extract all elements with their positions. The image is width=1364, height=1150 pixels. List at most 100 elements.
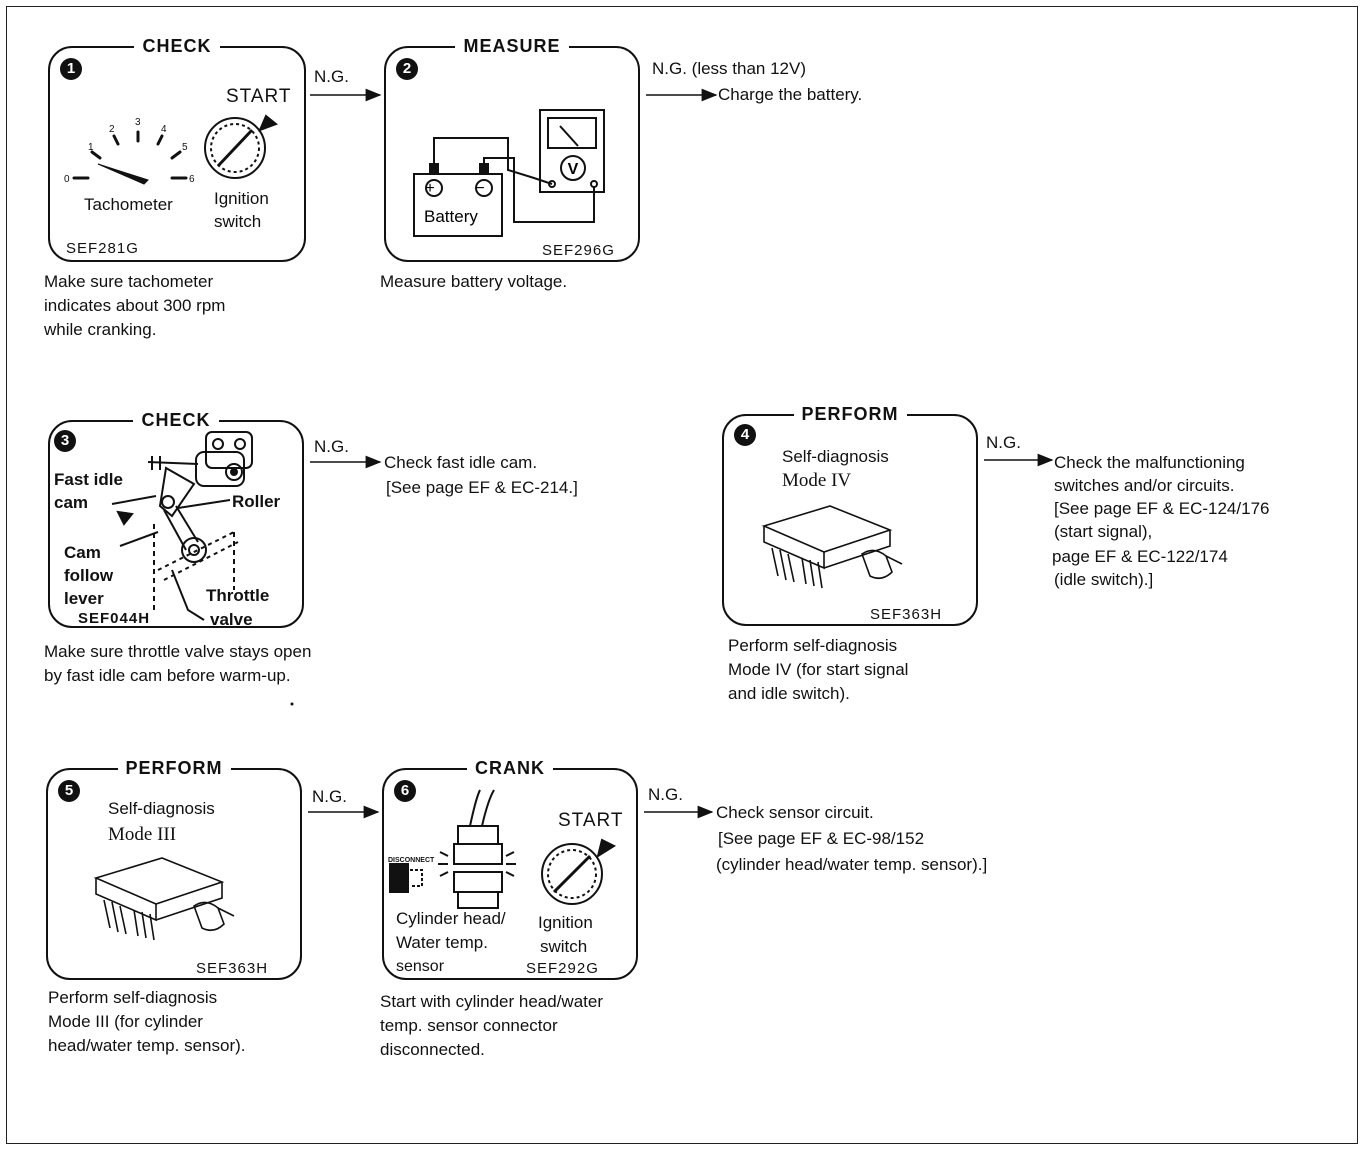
step3-box: CHECK 3 Fast idle cam Roller Cam follow … bbox=[48, 410, 304, 629]
step3-label-fast-idle-1: Fast idle bbox=[54, 470, 123, 489]
step2-number: 2 bbox=[396, 58, 418, 80]
arrow6-label: N.G. bbox=[648, 785, 683, 804]
step6-sensor-label-2: Water temp. bbox=[396, 933, 488, 952]
ecu-unit-icon bbox=[93, 857, 235, 941]
step3-label-throttle-1: Throttle bbox=[206, 586, 270, 605]
step6-ign-label-2: switch bbox=[540, 937, 588, 956]
svg-text:3: 3 bbox=[135, 117, 141, 128]
step6-illustration bbox=[389, 789, 617, 909]
step6-sensor-label-1: Cylinder head/ bbox=[396, 909, 506, 928]
arrow3-label: N.G. bbox=[314, 437, 349, 456]
battery-plus-label: + bbox=[425, 180, 434, 197]
step3-illustration bbox=[111, 431, 253, 621]
arrow6-result-2: [See page EF & EC-98/152 bbox=[718, 829, 925, 848]
step1-ign-label-1: Ignition bbox=[214, 189, 269, 208]
arrow1-label: N.G. bbox=[314, 67, 349, 86]
arrow2-result: Charge the battery. bbox=[718, 85, 863, 104]
step3-desc-2: by fast idle cam before warm-up. bbox=[44, 666, 291, 685]
step4-illustration bbox=[761, 505, 903, 589]
battery-minus-label: − bbox=[475, 180, 484, 197]
step1-illustration: 0 1 2 3 4 5 6 bbox=[64, 114, 278, 185]
step5-number: 5 bbox=[58, 780, 80, 802]
stray-dot bbox=[290, 702, 294, 706]
step6-desc-1: Start with cylinder head/water bbox=[380, 992, 603, 1011]
step4-desc-2: Mode IV (for start signal bbox=[728, 660, 909, 679]
step5-box: PERFORM 5 Self-diagnosis Mode III SEF363… bbox=[46, 758, 302, 980]
arrow4-result-1: Check the malfunctioning bbox=[1054, 453, 1245, 472]
step2-illustration: + − Battery V bbox=[413, 109, 605, 237]
arrow4-label: N.G. bbox=[986, 433, 1021, 452]
step2-code: SEF296G bbox=[542, 242, 615, 259]
step1-ign-label-2: switch bbox=[214, 212, 262, 231]
arrow2-label: N.G. (less than 12V) bbox=[652, 59, 807, 78]
step3-code: SEF044H bbox=[78, 610, 151, 627]
step6-disconnect-label: DISCONNECT bbox=[388, 857, 435, 864]
arrow3-result-2: [See page EF & EC-214.] bbox=[386, 478, 578, 497]
svg-text:5: 5 bbox=[182, 142, 188, 153]
voltmeter-icon bbox=[539, 109, 605, 193]
step3-desc-1: Make sure throttle valve stays open bbox=[44, 642, 312, 661]
svg-text:1: 1 bbox=[88, 142, 94, 153]
svg-text:4: 4 bbox=[161, 124, 167, 135]
step1-number: 1 bbox=[60, 58, 82, 80]
step6-desc-3: disconnected. bbox=[380, 1040, 485, 1059]
step6-box: CRANK 6 START DISCONNECT Cylinder head/ … bbox=[382, 758, 638, 980]
arrow6-result-3: (cylinder head/water temp. sensor).] bbox=[716, 855, 988, 874]
svg-text:6: 6 bbox=[189, 174, 195, 185]
step5-illustration bbox=[93, 857, 235, 941]
arrow3-result-1: Check fast idle cam. bbox=[384, 453, 538, 472]
step3-label-cam-3: lever bbox=[64, 589, 104, 608]
step4-code: SEF363H bbox=[870, 606, 943, 623]
step4-sub-1: Self-diagnosis bbox=[782, 447, 889, 466]
step5-sub-2: Mode III bbox=[108, 824, 177, 845]
ecu-unit-icon bbox=[761, 505, 903, 589]
tachometer-icon bbox=[72, 130, 188, 185]
ignition-switch-icon bbox=[541, 838, 617, 905]
battery-label: Battery bbox=[424, 207, 478, 226]
step3-label-fast-idle-2: cam bbox=[54, 493, 89, 512]
step6-start-label: START bbox=[558, 810, 624, 831]
step4-box: PERFORM 4 Self-diagnosis Mode IV SEF363H bbox=[722, 404, 978, 626]
step1-title: CHECK bbox=[134, 36, 220, 56]
step6-sensor-label-3: sensor bbox=[396, 958, 445, 975]
arrow4-result-2: switches and/or circuits. bbox=[1054, 476, 1235, 495]
step1-tach-label: Tachometer bbox=[84, 195, 173, 214]
step3-label-roller: Roller bbox=[232, 492, 281, 511]
arrow5-label: N.G. bbox=[312, 787, 347, 806]
step1-desc-3: while cranking. bbox=[44, 320, 157, 339]
arrow4-result-3: [See page EF & EC-124/176 bbox=[1054, 499, 1270, 518]
step4-number: 4 bbox=[734, 424, 756, 446]
step3-label-cam-2: follow bbox=[64, 566, 114, 585]
step2-desc-1: Measure battery voltage. bbox=[380, 272, 568, 291]
step6-title: CRANK bbox=[467, 758, 553, 778]
step3-label-throttle-2: valve bbox=[210, 610, 253, 629]
step6-ign-label-1: Ignition bbox=[538, 913, 593, 932]
ignition-switch-icon bbox=[204, 114, 278, 179]
arrow4-result-4: (start signal), bbox=[1054, 522, 1153, 541]
step1-start-label: START bbox=[226, 86, 292, 107]
svg-text:0: 0 bbox=[64, 174, 70, 185]
step2-box: MEASURE 2 SEF296G + − Battery V bbox=[384, 36, 640, 262]
step1-desc-1: Make sure tachometer bbox=[44, 272, 214, 291]
step6-number: 6 bbox=[394, 780, 416, 802]
arrow4-result-6: (idle switch).] bbox=[1054, 570, 1154, 589]
tach-tick-labels: 0 1 2 3 4 5 6 bbox=[64, 117, 195, 185]
arrow6-result-1: Check sensor circuit. bbox=[716, 803, 874, 822]
step5-code: SEF363H bbox=[196, 960, 269, 977]
step4-desc-3: and idle switch). bbox=[728, 684, 850, 703]
throttle-mechanism-icon bbox=[111, 431, 253, 621]
step4-sub-2: Mode IV bbox=[782, 470, 852, 491]
step5-title: PERFORM bbox=[117, 758, 231, 778]
step4-desc-1: Perform self-diagnosis bbox=[728, 636, 898, 655]
step5-sub-1: Self-diagnosis bbox=[108, 799, 215, 818]
step3-title: CHECK bbox=[133, 410, 219, 430]
step1-code: SEF281G bbox=[66, 240, 139, 257]
step4-title: PERFORM bbox=[793, 404, 907, 424]
step2-title: MEASURE bbox=[455, 36, 569, 56]
step1-desc-2: indicates about 300 rpm bbox=[44, 296, 226, 315]
step3-label-cam-1: Cam bbox=[64, 543, 101, 562]
page-frame bbox=[6, 6, 1358, 1144]
step3-number: 3 bbox=[54, 430, 76, 452]
disconnect-icon bbox=[389, 863, 423, 893]
